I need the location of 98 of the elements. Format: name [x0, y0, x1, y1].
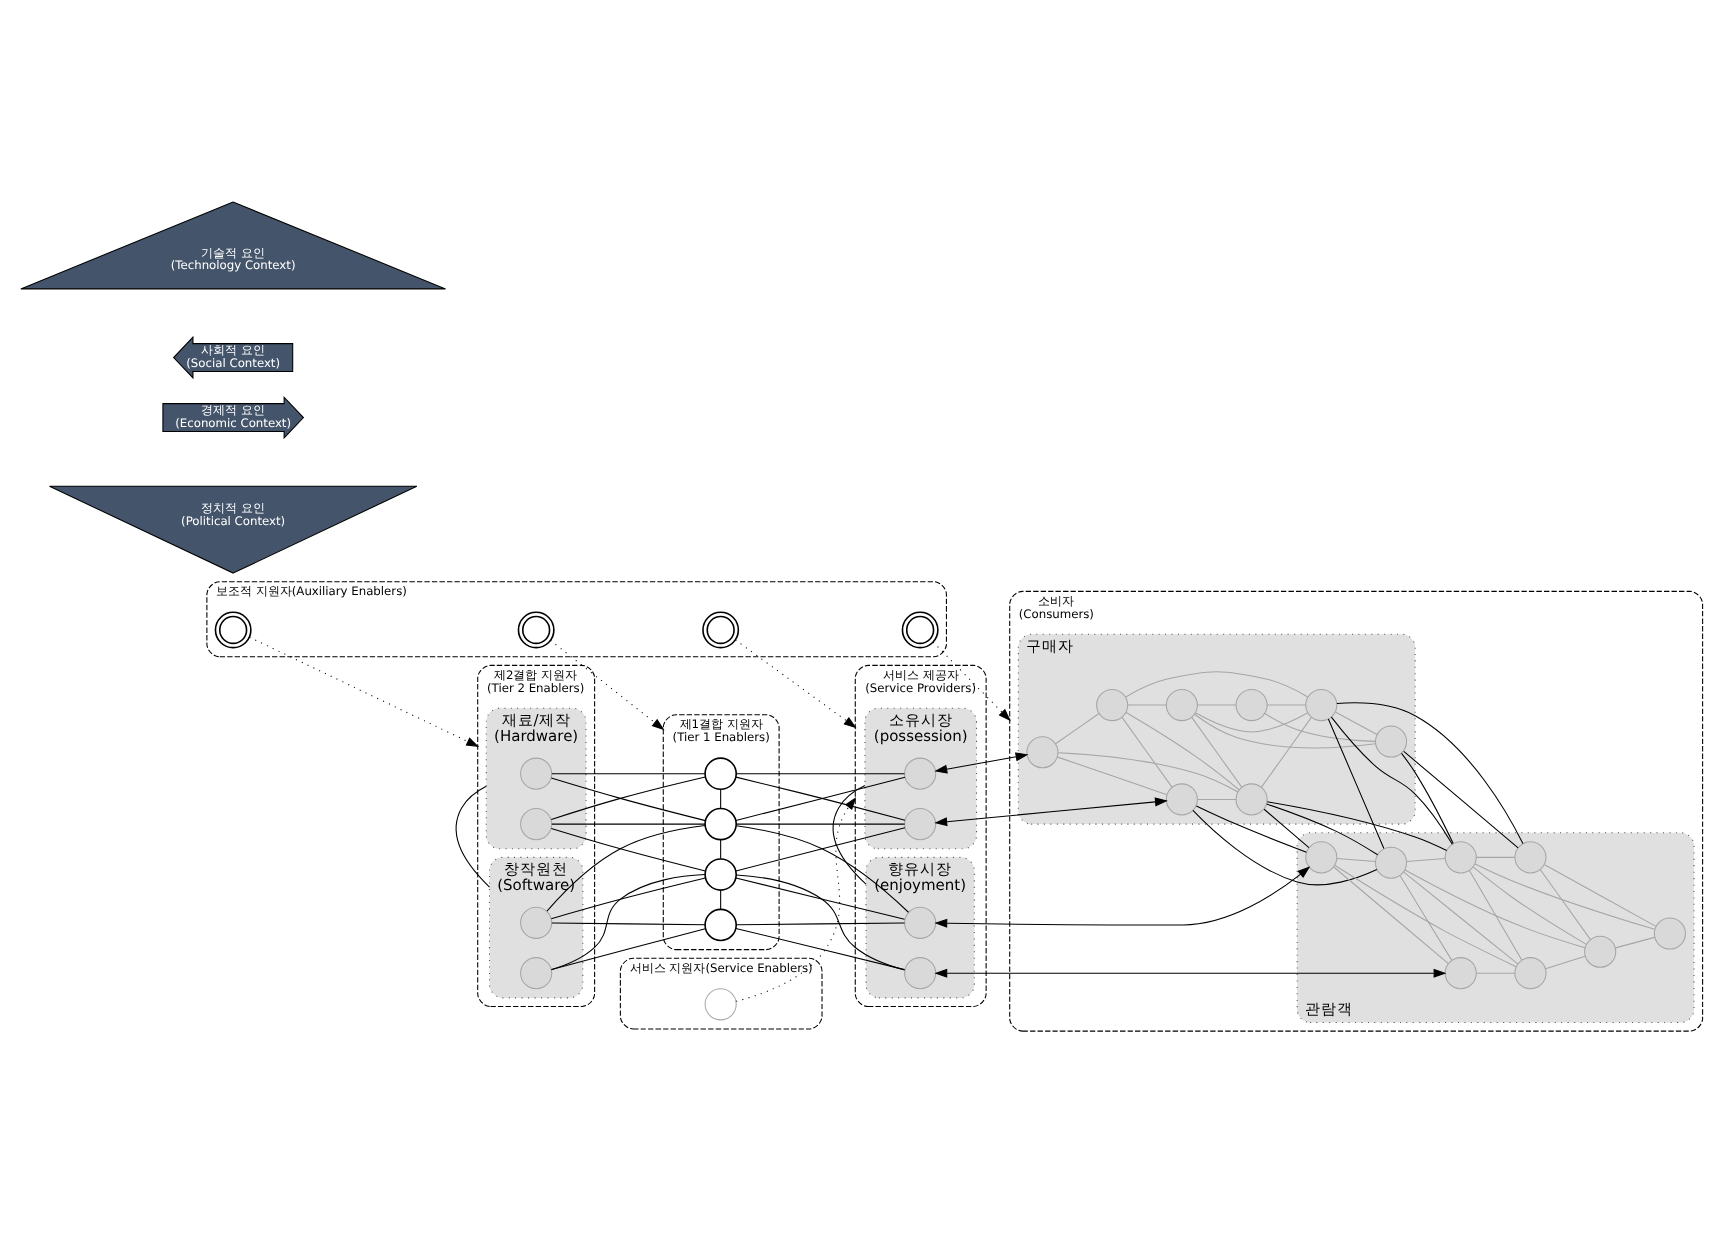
- connector: [550, 826, 706, 871]
- node-circle: [704, 756, 737, 790]
- connector: [455, 784, 491, 887]
- connector: [1403, 749, 1519, 848]
- arrow: [735, 638, 857, 728]
- node-circle: [520, 756, 553, 789]
- connector: [1399, 874, 1453, 960]
- node-circle: [1444, 956, 1477, 989]
- connector: [735, 826, 906, 871]
- connector: [1192, 808, 1378, 885]
- node-circle: [520, 956, 553, 989]
- connector: [1057, 755, 1168, 795]
- node-circle: [704, 987, 737, 1020]
- connector: [735, 921, 906, 925]
- connector: [1125, 710, 1240, 790]
- node-circle: [1165, 687, 1198, 721]
- connector: [1545, 954, 1586, 969]
- connector: [1475, 971, 1516, 973]
- node-circle: [1026, 735, 1059, 768]
- node-circle: [1305, 840, 1338, 873]
- node-circle: [1374, 724, 1408, 757]
- connector: [1404, 868, 1586, 948]
- connector: [1195, 804, 1307, 852]
- connector: [1615, 935, 1656, 948]
- node-circle: [1165, 782, 1198, 815]
- connector: [735, 822, 906, 824]
- node-circle: [1235, 782, 1268, 815]
- node-circle: [520, 807, 553, 840]
- connector: [1401, 751, 1454, 844]
- connector: [735, 824, 909, 912]
- node-circle: [904, 956, 937, 989]
- connector: [551, 921, 706, 925]
- connector: [1544, 863, 1657, 926]
- connector: [1327, 717, 1385, 849]
- connector: [720, 787, 722, 808]
- connector: [735, 876, 905, 919]
- node-circle: [1096, 687, 1129, 721]
- connector: [1264, 712, 1376, 741]
- node-circle: [704, 857, 737, 890]
- node-circle: [1235, 687, 1268, 721]
- arrow: [934, 751, 1029, 773]
- node-circle: [1374, 845, 1408, 878]
- connector: [1194, 712, 1376, 748]
- node-circle: [704, 907, 737, 941]
- arrow: [249, 635, 480, 746]
- connector: [1121, 715, 1173, 787]
- node-circle: [1514, 956, 1547, 989]
- connector: [551, 927, 706, 969]
- connector: [1266, 800, 1448, 851]
- connector: [1539, 868, 1591, 939]
- arrow: [934, 967, 1447, 977]
- connector: [551, 822, 706, 824]
- connector: [1125, 670, 1309, 697]
- connector: [720, 888, 722, 909]
- arrow: [735, 796, 857, 1001]
- node-circle: [704, 806, 737, 840]
- connector: [1266, 802, 1379, 855]
- connector: [546, 824, 706, 911]
- connector: [1333, 865, 1449, 964]
- node-circle: [904, 756, 937, 789]
- connector: [1330, 715, 1453, 844]
- connector: [1057, 751, 1239, 792]
- connector: [720, 838, 722, 859]
- connector: [1469, 869, 1523, 960]
- connector: [735, 926, 905, 970]
- node-circle: [1653, 916, 1686, 949]
- connector: [1055, 712, 1100, 744]
- arrow: [550, 639, 665, 730]
- node-circle: [1305, 687, 1338, 721]
- connector: [1263, 807, 1310, 848]
- connector: [550, 876, 706, 919]
- connector: [735, 772, 906, 774]
- connector: [1474, 862, 1656, 929]
- connector: [1336, 701, 1524, 844]
- arrow: [934, 865, 1311, 927]
- connector: [1334, 863, 1517, 967]
- arrow: [932, 640, 1011, 721]
- node-circle: [904, 905, 937, 938]
- connector: [1336, 857, 1376, 862]
- connector: [1197, 797, 1237, 799]
- connector: [550, 873, 706, 970]
- connector: [1472, 865, 1587, 944]
- connector: [1403, 870, 1519, 964]
- connector: [1191, 715, 1243, 787]
- connector: [1334, 710, 1378, 735]
- node-circle: [1444, 840, 1477, 873]
- arrow: [934, 796, 1168, 826]
- connector: [551, 772, 706, 774]
- connector: [1260, 715, 1312, 787]
- node-circle: [904, 807, 937, 840]
- connector: [1194, 711, 1309, 732]
- connector: [1406, 857, 1446, 862]
- node-circle: [520, 905, 553, 938]
- connector: [832, 784, 867, 884]
- node-circle: [1584, 934, 1617, 967]
- node-circle: [1514, 840, 1547, 873]
- connector: [1475, 855, 1516, 857]
- connector: [735, 873, 906, 970]
